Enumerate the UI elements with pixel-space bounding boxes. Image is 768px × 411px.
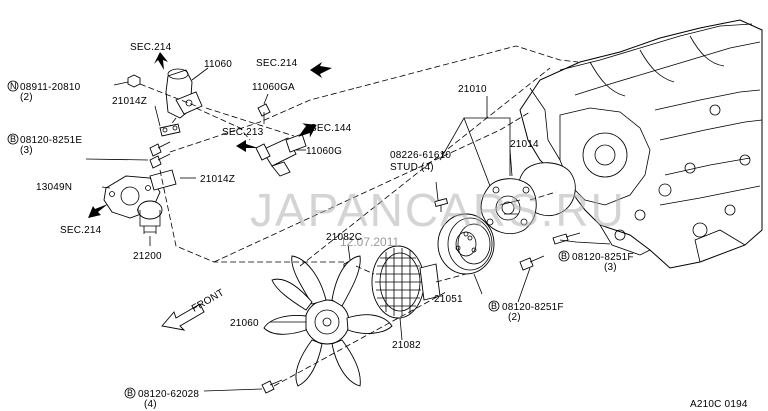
label-bolt-code-a: 08120-8251E	[20, 135, 82, 146]
bolt-11060ga	[257, 103, 271, 124]
arrow-up-icon	[154, 52, 168, 70]
label-21014z-b: 21014Z	[200, 174, 235, 185]
label-21014z-a: 21014Z	[112, 96, 147, 107]
label-21060: 21060	[230, 318, 259, 329]
gasket-21014z-a	[159, 123, 181, 137]
marker-b-d: B	[127, 388, 133, 398]
watermark: JAPANCARS.RU	[250, 184, 626, 236]
label-21082: 21082	[392, 340, 421, 351]
label-sec214-right: SEC.214	[256, 58, 298, 69]
front-indicator: FRONT	[161, 287, 226, 331]
label-bolt-code-b: 08120-8251F	[572, 252, 634, 263]
pump-studs	[434, 197, 449, 212]
label-bolt-code-d: 08120-62028	[138, 389, 199, 400]
circle-b-marker-c	[488, 300, 500, 312]
label-bolt-qty-c: (2)	[508, 312, 521, 323]
label-11060: 11060	[204, 59, 232, 70]
arrow-down-left-icon	[88, 204, 108, 218]
label-21014: 21014	[510, 139, 539, 150]
fan-bolts	[261, 379, 283, 394]
label-bolt-code-c: 08120-8251F	[502, 302, 564, 313]
arrow-left-icon	[310, 62, 332, 78]
marker-b-a: B	[10, 134, 16, 144]
circle-n-marker	[7, 80, 19, 92]
water-outlet	[165, 68, 203, 119]
arrow-right-icon	[298, 123, 317, 138]
cooling-fan	[263, 255, 393, 387]
water-pump-assembly	[480, 162, 576, 234]
thermostat-21200	[137, 200, 163, 234]
label-13049n: 13049N	[36, 182, 72, 193]
hose-fitting-11060g	[255, 133, 307, 177]
circle-b-marker-a	[7, 133, 19, 145]
bolts-08120-8251e	[149, 141, 171, 169]
label-bolt-qty-b: (3)	[604, 262, 617, 273]
label-21051: 21051	[434, 294, 463, 305]
gasket-21014z-b	[149, 169, 177, 191]
arrow-left-icon	[236, 140, 258, 152]
outlet-nut	[127, 74, 141, 88]
pump-pulley	[437, 213, 495, 275]
marker-b-b: B	[561, 251, 567, 261]
circle-b-marker-d	[124, 387, 136, 399]
label-21200: 21200	[133, 251, 162, 262]
front-arrow-icon	[161, 303, 205, 331]
label-bolt-qty-a: (3)	[20, 145, 33, 156]
label-bolt-qty-d: (4)	[144, 399, 157, 410]
label-sec213: SEC.213	[222, 127, 264, 138]
drawing-code: A210C 0194	[690, 399, 748, 410]
label-11060g: 11060G	[306, 146, 342, 157]
label-sec214-top: SEC.214	[130, 42, 172, 53]
label-21010: 21010	[458, 84, 487, 95]
label-nut-qty: (2)	[20, 92, 33, 103]
front-label: FRONT	[190, 287, 226, 314]
pump-bolts	[519, 232, 581, 271]
section-arrows	[88, 52, 332, 218]
marker-b-c: B	[491, 301, 497, 311]
assembly-lines	[139, 45, 579, 387]
leader-lines	[85, 67, 611, 392]
label-21082c: 21082C	[326, 232, 362, 243]
label-nut-code: 08911-20810	[20, 82, 81, 93]
fan-clutch	[371, 245, 441, 319]
label-sec144: SEC.144	[310, 123, 352, 134]
label-stud-text: STUD (4)	[390, 162, 434, 173]
label-stud-code: 08226-61610	[390, 150, 451, 161]
circle-b-marker-b	[558, 250, 570, 262]
marker-n: N	[10, 81, 17, 91]
date-stamp: 12.07.2011	[340, 235, 399, 249]
label-sec214-left: SEC.214	[60, 225, 102, 236]
label-11060ga: 11060GA	[252, 82, 295, 93]
